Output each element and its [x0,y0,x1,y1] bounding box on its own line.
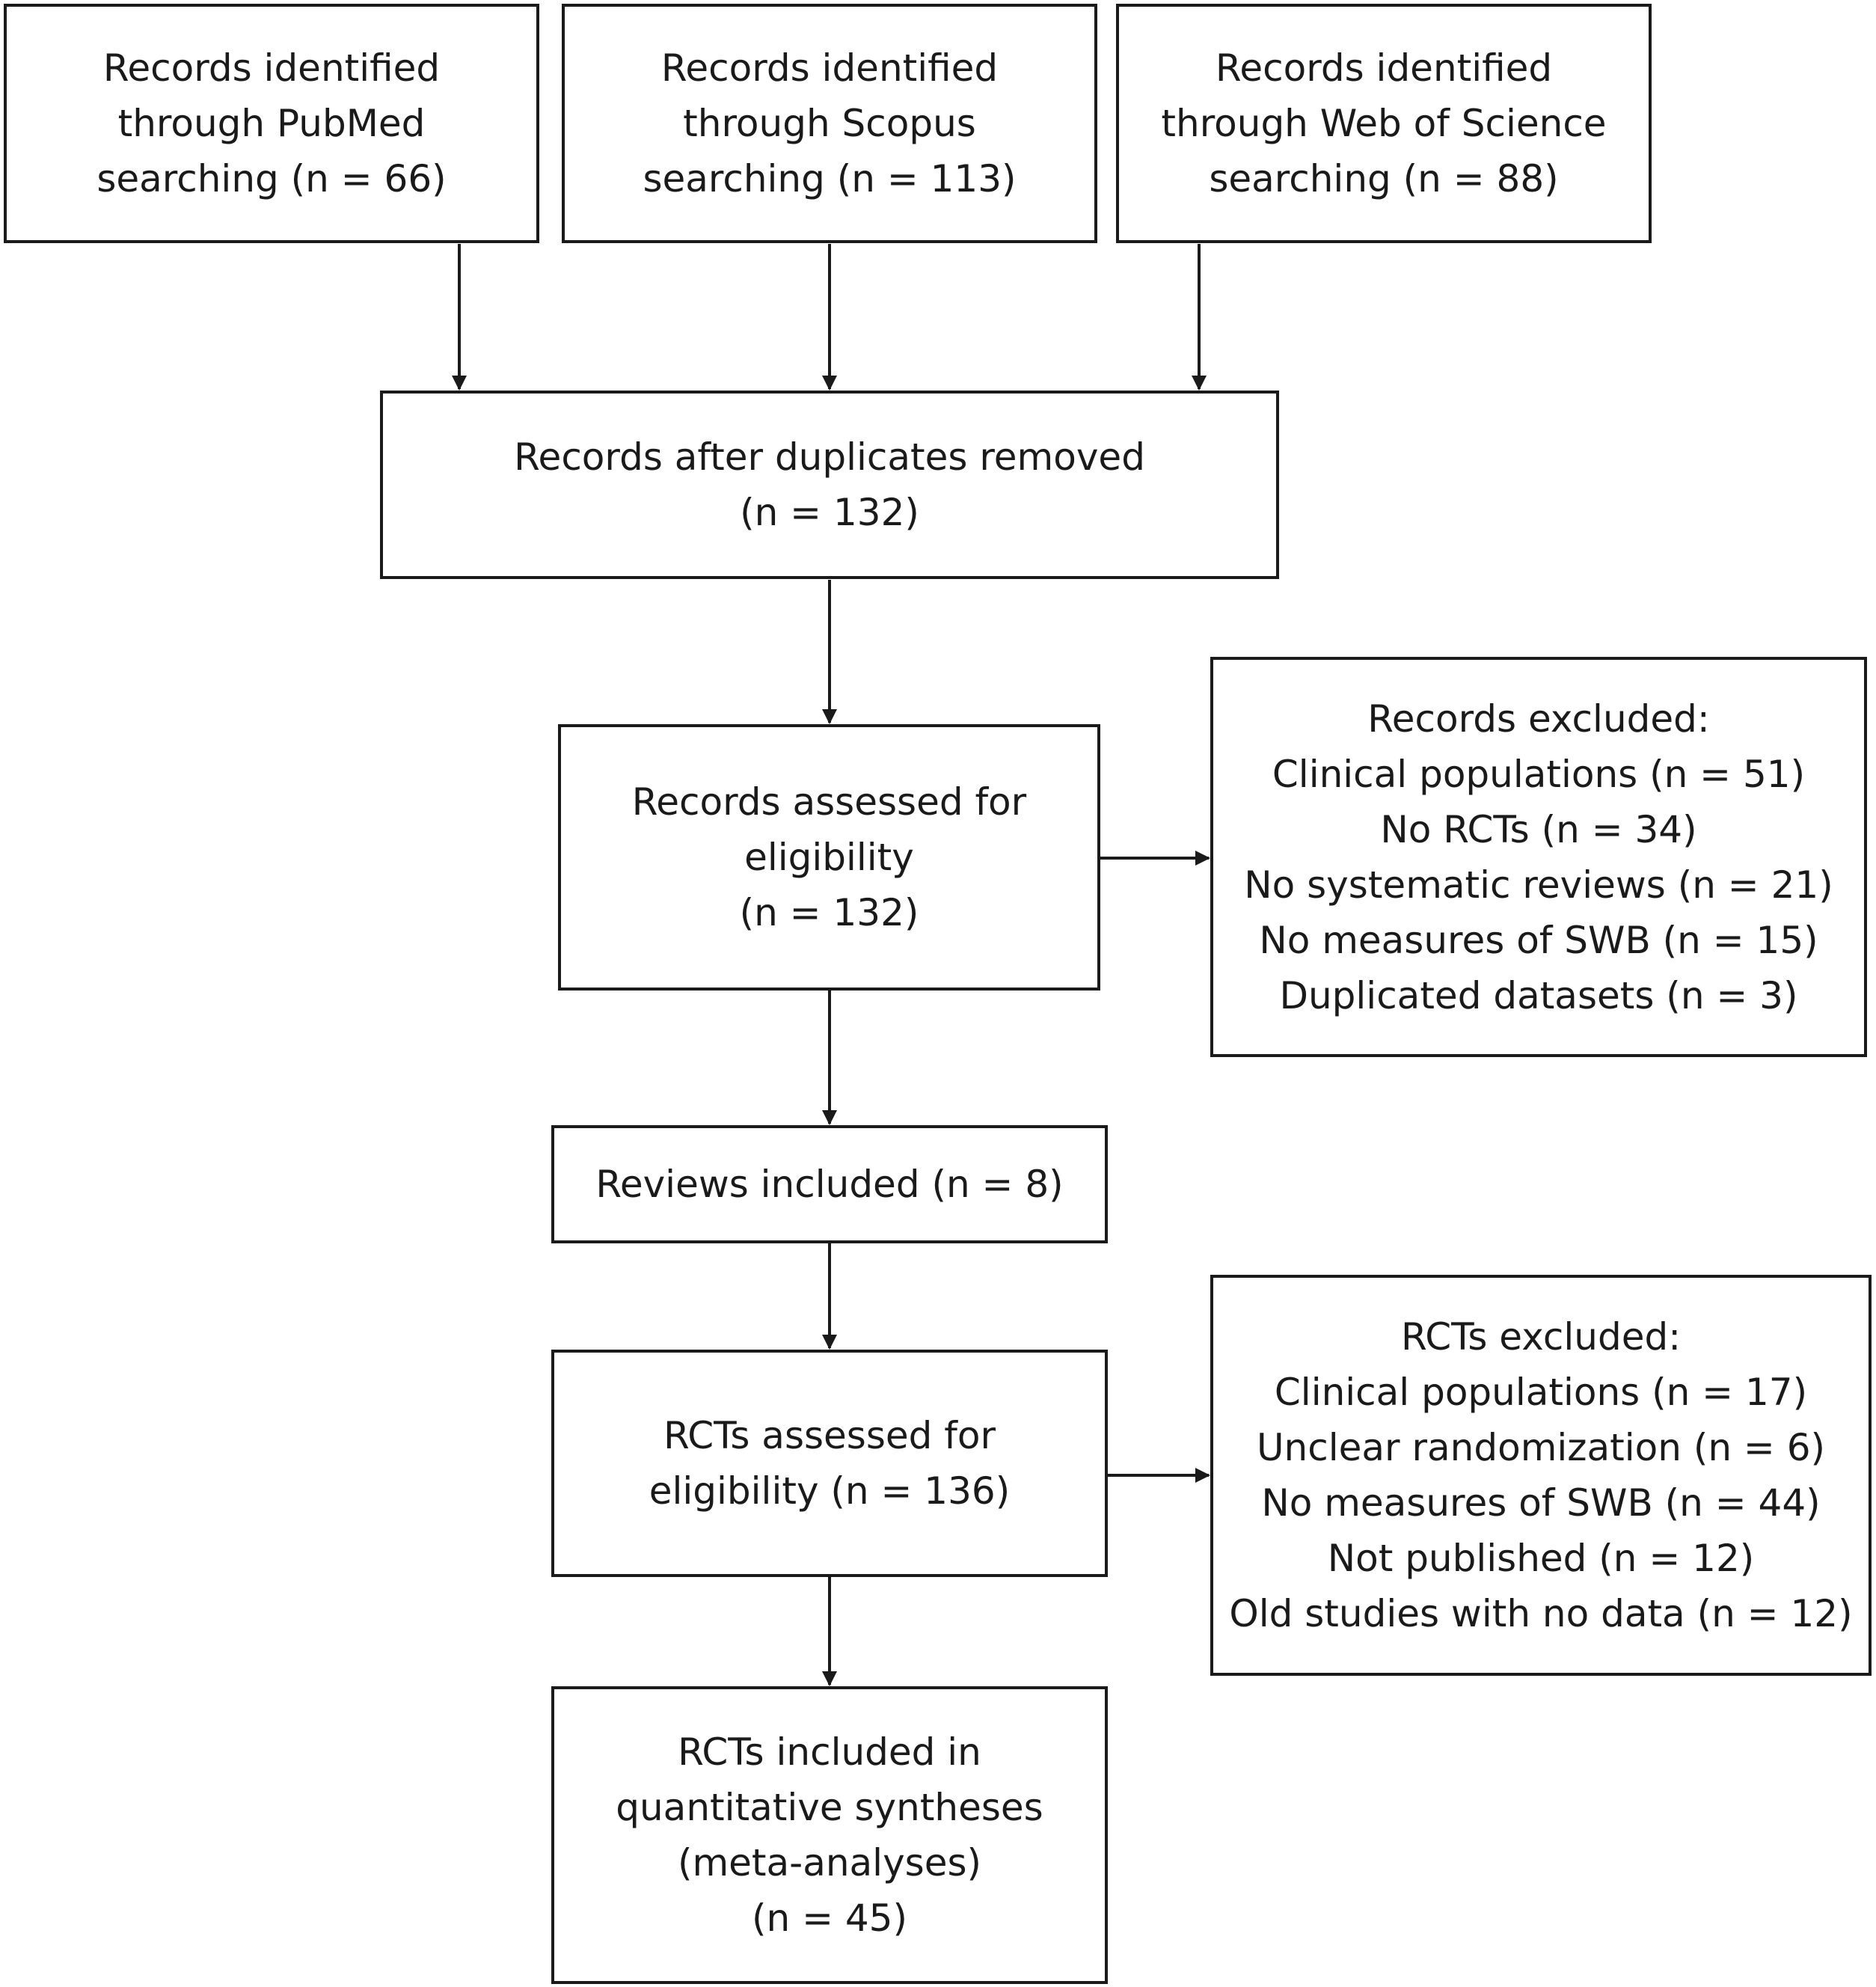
box-text-line: Unclear randomization (n = 6) [1256,1426,1826,1469]
box-text-line: No systematic reviews (n = 21) [1244,863,1833,907]
box-text-line: through Scopus [683,102,976,145]
box-text-line: Records identified [660,46,999,90]
box-text-line: eligibility (n = 136) [649,1469,1011,1513]
box-text-line: Old studies with no data (n = 12) [1229,1592,1853,1635]
duplicates-removed-box: Records after duplicates removed (n = 13… [380,391,1279,579]
box-text-line: Records identified [102,46,441,90]
box-text-line: (n = 132) [740,491,919,534]
box-text-line: Clinical populations (n = 51) [1272,752,1806,796]
box-text-line: RCTs assessed for [663,1414,996,1457]
box-text-line: No measures of SWB (n = 44) [1261,1481,1821,1525]
box-text-line: eligibility [744,836,914,879]
reviews-included-box: Reviews included (n = 8) [551,1125,1108,1243]
box-text-line: (n = 132) [739,891,919,934]
records-assessed-box: Records assessed for eligibility (n = 13… [558,724,1100,991]
rcts-excluded-box: RCTs excluded: Clinical populations (n =… [1210,1275,1872,1676]
box-text-line: (meta-analyses) [677,1841,982,1885]
box-text-line: Records after duplicates removed [514,435,1145,479]
box-text-line: searching (n = 66) [96,157,447,200]
box-text-line: Duplicated datasets (n = 3) [1279,973,1798,1017]
scopus-records-box: Records identified through Scopus search… [562,4,1097,243]
box-text-line: Records identified [1215,46,1553,90]
rcts-included-box: RCTs included in quantitative syntheses … [551,1686,1108,1984]
box-text-line: quantitative syntheses [616,1786,1043,1829]
rcts-assessed-box: RCTs assessed for eligibility (n = 136) [551,1350,1108,1577]
web-of-science-records-box: Records identified through Web of Scienc… [1116,4,1652,243]
box-text-line: No RCTs (n = 34) [1380,807,1697,851]
records-excluded-box: Records excluded: Clinical populations (… [1210,657,1867,1057]
box-text-line: searching (n = 88) [1209,157,1559,200]
box-text-line: searching (n = 113) [643,157,1017,200]
box-text-line: RCTs included in [678,1730,981,1774]
box-text-line: Reviews included (n = 8) [595,1163,1064,1206]
box-text-line: RCTs excluded: [1400,1315,1682,1359]
box-text-line: through PubMed [117,102,426,145]
box-text-line: through Web of Science [1161,102,1607,145]
box-text-line: Records excluded: [1367,696,1710,741]
box-text-line: (n = 45) [751,1896,907,1940]
box-text-line: Not published (n = 12) [1327,1537,1755,1580]
box-text-line: No measures of SWB (n = 15) [1259,918,1818,962]
box-text-line: Clinical populations (n = 17) [1274,1371,1808,1414]
box-text-line: Records assessed for [631,780,1027,824]
pubmed-records-box: Records identified through PubMed search… [4,4,539,243]
